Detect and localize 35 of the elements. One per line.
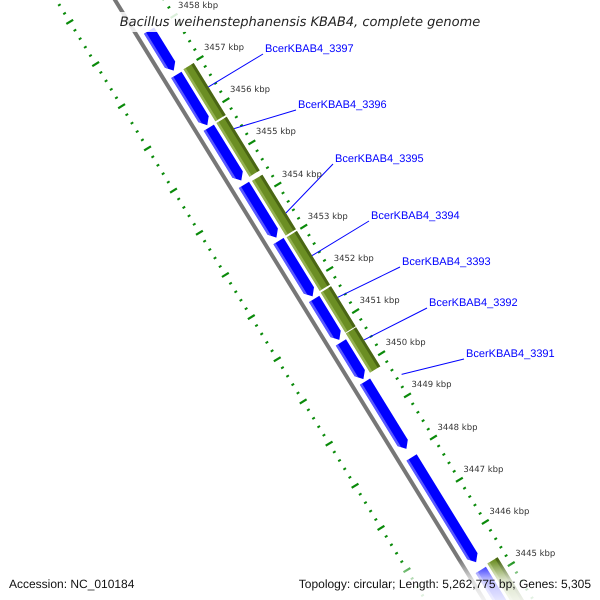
- gene-label: BcerKBAB4_3394: [371, 210, 460, 222]
- leader-line: [337, 266, 400, 298]
- gene-block: [360, 378, 408, 449]
- gene-label: BcerKBAB4_3391: [466, 348, 555, 360]
- leader-line: [364, 308, 428, 340]
- leader-line: [401, 358, 464, 375]
- tick-label: 3451 kbp: [360, 296, 400, 306]
- tick-label: 3453 kbp: [308, 212, 348, 222]
- tick-label: 3456 kbp: [230, 85, 270, 96]
- leader-line: [234, 110, 296, 130]
- gene-block: [273, 238, 314, 296]
- gene-block: [204, 124, 243, 180]
- tick-label: 3448 kbp: [437, 422, 478, 433]
- gene-label: BcerKBAB4_3396: [298, 99, 387, 111]
- gene-label: BcerKBAB4_3397: [265, 43, 354, 55]
- tick-label: 3449 kbp: [412, 380, 452, 390]
- leader-line: [285, 164, 334, 214]
- leader-line: [312, 220, 370, 256]
- leader-line: [208, 54, 264, 88]
- tick-label: 3447 kbp: [463, 464, 504, 475]
- title: Bacillus weihenstephanensis KBAB4, complete genome: [120, 14, 480, 30]
- gene-block: [171, 72, 209, 126]
- tick-label: 3454 kbp: [282, 170, 322, 180]
- tick-label: 3450 kbp: [386, 338, 426, 348]
- gene-label: BcerKBAB4_3395: [335, 153, 424, 165]
- gene-block: [336, 339, 365, 380]
- footer-text: Topology: circular; Length: 5,262,775 bp; Genes: 5,305: [298, 577, 591, 591]
- gene-label: BcerKBAB4_3393: [402, 256, 491, 268]
- gene-block: [309, 296, 341, 340]
- tick-label: 3445 kbp: [515, 549, 556, 560]
- tick-label: 3457 kbp: [204, 43, 244, 53]
- gene-block: [238, 182, 278, 238]
- footer-text: Accession: NC_010184: [9, 577, 134, 591]
- tick-label: 3455 kbp: [256, 127, 296, 138]
- gene-label: BcerKBAB4_3392: [429, 297, 518, 309]
